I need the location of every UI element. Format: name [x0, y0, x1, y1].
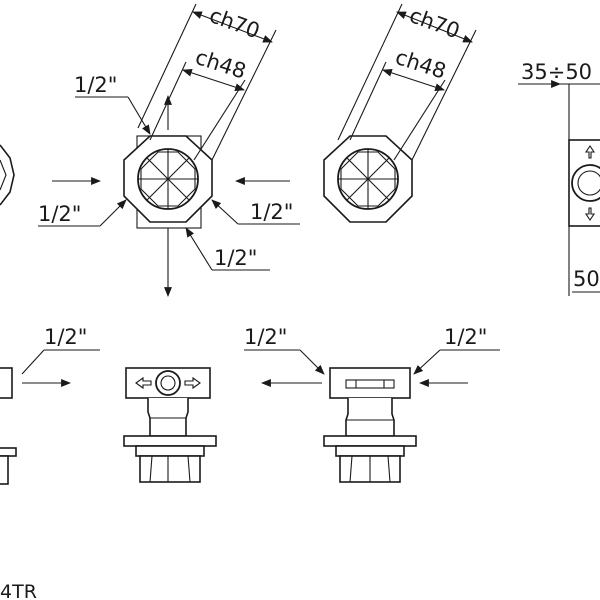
leader-half-inch-bottom: 1/2" — [185, 227, 270, 271]
label-fifty: 50 — [573, 267, 600, 291]
product-code-fragment: 4TR — [0, 581, 37, 600]
label-ch48: ch48 — [192, 45, 248, 84]
flow-arrows-center — [52, 95, 290, 297]
label-half-inch-right: 1/2" — [250, 200, 293, 224]
side-view-right: 35÷50 50 — [518, 60, 600, 296]
label-half-inch-bottom-left: 1/2" — [44, 325, 87, 349]
label-ch48-right: ch48 — [392, 45, 448, 84]
valve-top-view-center — [123, 135, 213, 229]
side-view-bottom-right: 1/2" 1/2" — [244, 325, 500, 483]
label-half-inch-left: 1/2" — [38, 202, 81, 226]
leader-half-inch-left: 1/2" — [38, 199, 127, 227]
side-view-bottom-center — [123, 367, 217, 483]
label-half-inch-bottom: 1/2" — [214, 246, 257, 270]
label-range: 35÷50 — [521, 60, 592, 84]
leader-half-inch-top: 1/2" — [74, 73, 151, 135]
side-view-bottom-left-cropped: 1/2" — [0, 325, 100, 485]
label-ch70: ch70 — [206, 3, 263, 43]
label-ch70-right: ch70 — [406, 3, 463, 43]
label-half-inch-bottom-right: 1/2" — [444, 325, 487, 349]
cropped-valve-top-view-left — [0, 144, 15, 206]
leader-half-inch-right: 1/2" — [211, 199, 300, 225]
label-half-inch-bottom-mid: 1/2" — [244, 325, 287, 349]
valve-top-view-right — [323, 135, 413, 223]
label-half-inch-top: 1/2" — [74, 73, 117, 97]
